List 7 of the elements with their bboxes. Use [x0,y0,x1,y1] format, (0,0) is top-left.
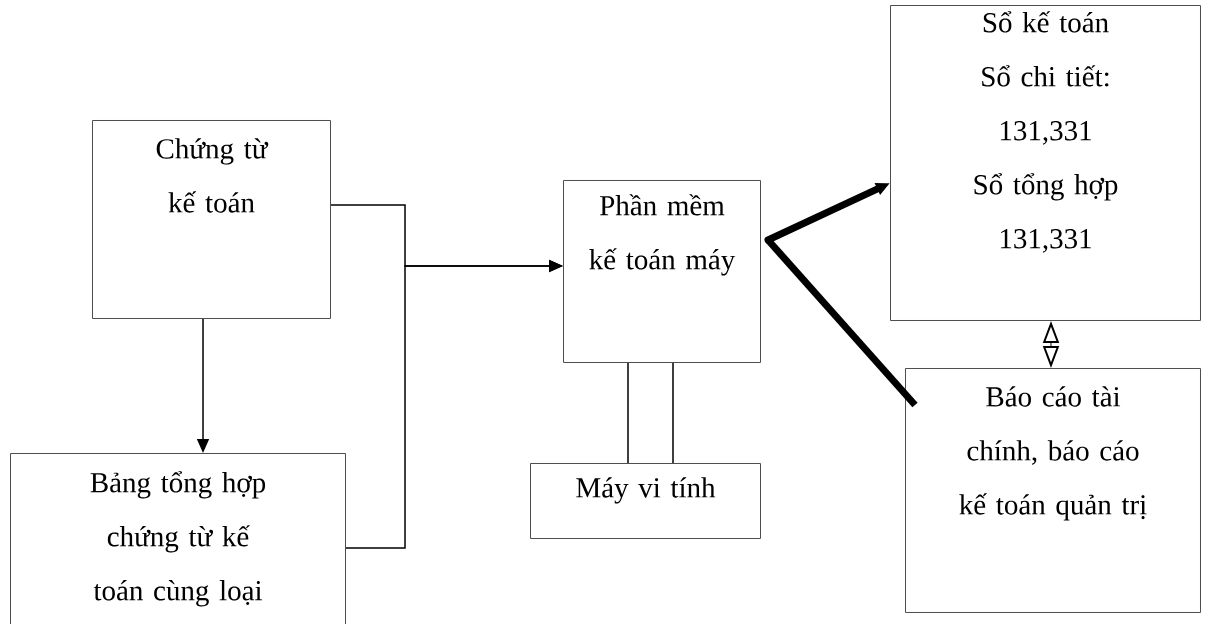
process-box: Phần mềm kế toán máy [563,180,761,363]
process-box: Bảng tổng hợp chứng từ kế toán cùng loại [10,453,346,624]
double-line [627,362,674,464]
process-box: Chứng từ kế toán [92,120,331,319]
process-box: Sổ kế toán Sổ chi tiết: 131,331 Sổ tổng hợp 131,331 [890,5,1201,321]
process-box: Máy vi tính [530,463,761,539]
process-box: Báo cáo tài chính, báo cáo kế toán quản trị [905,368,1201,613]
